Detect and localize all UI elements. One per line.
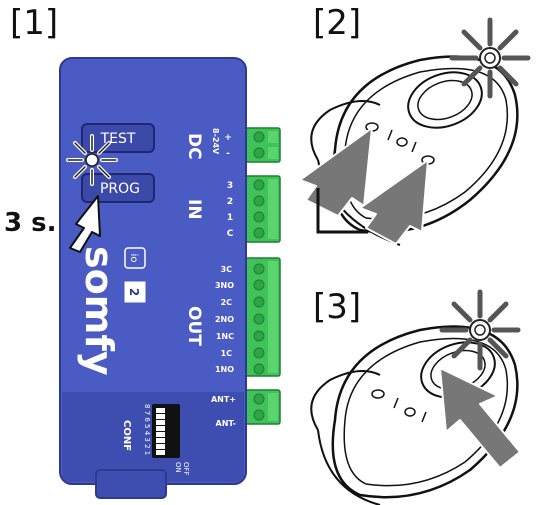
receiver-unit: TEST PROG DC 8-24V + - IN 3 2 1 C OUT 3C… xyxy=(59,57,281,499)
test-button[interactable]: TEST xyxy=(81,123,155,153)
dip-switch-on-label: ON xyxy=(174,462,182,473)
out-label: OUT xyxy=(184,306,204,346)
in-label: IN xyxy=(184,199,204,220)
in-terminal-label: 2 xyxy=(227,197,233,207)
dc-minus-label: - xyxy=(226,149,230,159)
step-label-3: [3] xyxy=(313,287,362,327)
ant-plus-label: ANT+ xyxy=(211,395,236,404)
led-flash-icon xyxy=(66,134,118,186)
conf-label: CONF xyxy=(121,420,132,451)
in-terminal-label: 1 xyxy=(227,213,233,223)
out-terminal-label: 1NC xyxy=(216,332,234,341)
dc-plus-label: + xyxy=(224,133,232,143)
prog-button-label: PROG xyxy=(100,181,140,197)
dip-switch[interactable] xyxy=(152,404,180,458)
somfy-logo: somfy xyxy=(77,246,121,376)
press-arrow-icon xyxy=(439,367,521,469)
hold-duration-label: 3 s. xyxy=(4,208,57,238)
out-terminal-label: 2NO xyxy=(215,315,234,324)
channel-badge: 2 xyxy=(124,281,146,303)
remote-control-step3 xyxy=(310,325,519,505)
terminal-block-in xyxy=(241,175,281,243)
out-terminal-label: 2C xyxy=(221,298,233,307)
dip-switch-off-label: OFF xyxy=(182,462,190,476)
out-terminal-label: 1NO xyxy=(215,365,234,374)
dip-switch-numbers: 8 7 6 5 4 3 2 1 xyxy=(143,404,151,455)
io-badge: io xyxy=(124,247,146,269)
in-terminal-label: C xyxy=(227,229,234,239)
ant-minus-label: ANT- xyxy=(216,419,237,428)
flash-burst-icon xyxy=(449,17,531,99)
out-terminal-label: 3NO xyxy=(215,281,234,290)
svg-text:2: 2 xyxy=(127,288,141,296)
terminal-block-out xyxy=(241,257,281,377)
step-label-2: [2] xyxy=(313,3,362,43)
dc-voltage-label: 8-24V xyxy=(211,128,220,155)
out-terminal-label: 1C xyxy=(221,349,233,358)
flash-burst-icon xyxy=(439,289,521,371)
svg-text:io: io xyxy=(128,254,139,263)
in-terminal-label: 3 xyxy=(227,181,233,191)
terminal-block-ant xyxy=(241,389,281,425)
double-press-arrow-icon xyxy=(299,127,429,245)
press-arrow-icon xyxy=(69,195,101,253)
terminal-block-dc xyxy=(241,127,281,163)
prog-button[interactable]: PROG xyxy=(81,173,155,203)
out-terminal-label: 3C xyxy=(221,265,233,274)
dc-label: DC xyxy=(184,133,204,160)
step-label-1: [1] xyxy=(10,3,59,43)
